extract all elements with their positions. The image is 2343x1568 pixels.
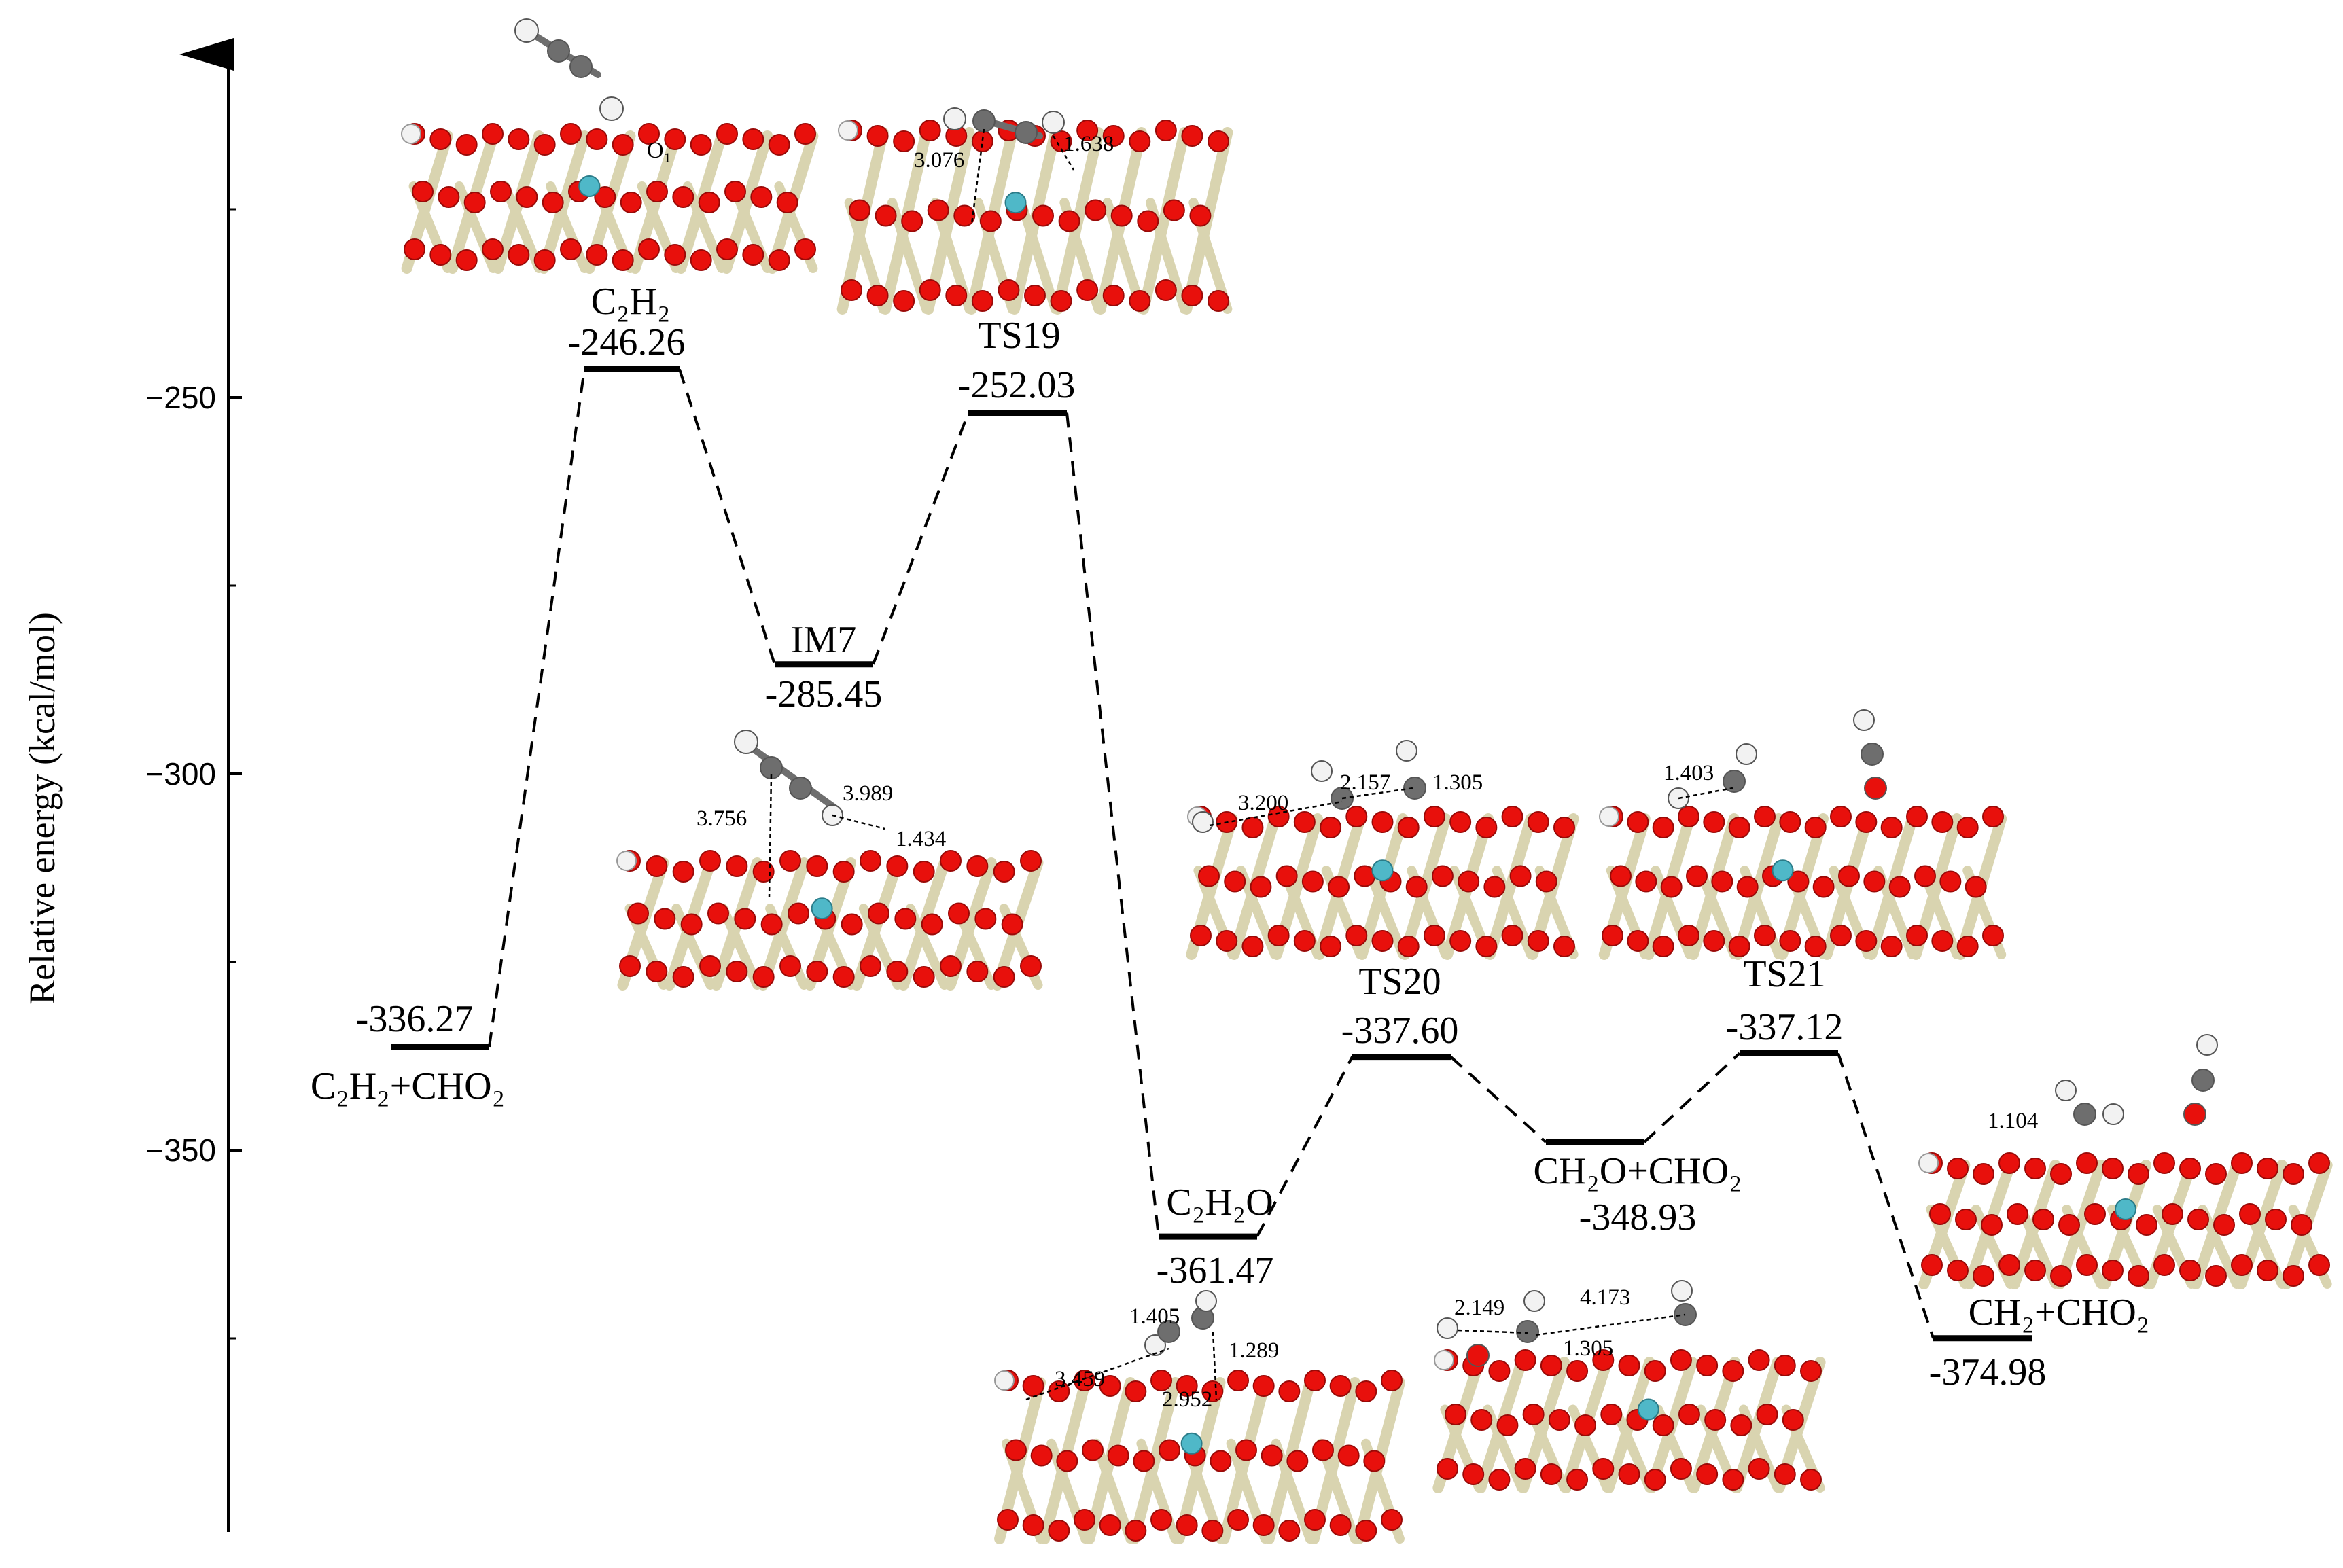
state-label-s7: CH₂O+CHO₂ <box>1533 1150 1742 1192</box>
y-axis-ticks: −250 −300 −350 <box>145 208 242 1340</box>
distance-label: 2.157 <box>1340 770 1390 795</box>
distance-label: 1.638 <box>1063 132 1114 156</box>
state-label-s5: C₂H₂O <box>1166 1181 1273 1224</box>
distance-label: 1.405 <box>1129 1304 1180 1329</box>
structure-s6 <box>1186 740 1579 960</box>
distance-label: 3.459 <box>1055 1367 1105 1391</box>
state-label-s9: CH₂+CHO₂ <box>1969 1291 2150 1334</box>
distance-label: 1.289 <box>1229 1338 1279 1363</box>
distance-label: 1.305 <box>1432 770 1483 795</box>
connector <box>1643 1052 1741 1143</box>
connector <box>1837 1052 1935 1339</box>
state-value-s1: -336.27 <box>356 998 474 1040</box>
structure-s3 <box>616 730 1044 991</box>
y-tick-label: −350 <box>145 1133 216 1168</box>
state-value-s3: -285.45 <box>765 673 883 715</box>
state-value-s8: -337.12 <box>1726 1006 1844 1048</box>
state-label-s3: IM7 <box>791 619 856 661</box>
atom-label-o1: O₁ <box>647 138 671 163</box>
state-value-s7: -348.93 <box>1579 1196 1697 1239</box>
connector <box>1449 1056 1547 1143</box>
distance-label: 3.076 <box>914 148 964 173</box>
connector <box>872 412 970 665</box>
state-value-s5: -361.47 <box>1157 1249 1274 1291</box>
y-tick-label: −250 <box>145 380 216 415</box>
distance-label: 1.403 <box>1663 761 1714 785</box>
distance-label: 1.305 <box>1563 1336 1613 1361</box>
distance-label: 2.952 <box>1162 1387 1212 1412</box>
state-label-s2: C₂H₂ <box>591 281 671 323</box>
distance-label: 3.989 <box>843 781 893 806</box>
state-value-s2: -246.26 <box>568 321 686 363</box>
distance-label: 1.104 <box>1988 1109 2038 1133</box>
distance-label: 3.200 <box>1238 791 1288 815</box>
distance-label: 3.756 <box>697 806 747 831</box>
structure-s8 <box>1598 709 2007 960</box>
energy-levels <box>391 366 2032 1342</box>
state-label-s1: C₂H₂+CHO₂ <box>311 1065 505 1107</box>
structure-images <box>401 18 2333 1544</box>
structure-s4 <box>836 107 1233 315</box>
state-label-s4: TS19 <box>978 315 1060 357</box>
pathway-connectors <box>488 368 1935 1339</box>
structure-s9 <box>1918 1034 2333 1289</box>
state-labels: C₂H₂+CHO₂ -336.27 C₂H₂ -246.26 IM7 -285.… <box>311 281 2149 1393</box>
state-value-s6: -337.60 <box>1341 1010 1459 1052</box>
structure-s2 <box>401 18 819 274</box>
connector <box>1065 412 1160 1237</box>
state-label-s6: TS20 <box>1358 961 1441 1003</box>
state-value-s4: -252.03 <box>958 364 1076 406</box>
state-value-s9: -374.98 <box>1929 1351 2047 1393</box>
state-label-s8: TS21 <box>1743 953 1825 995</box>
connector <box>488 369 586 1048</box>
structure-s5 <box>994 1290 1405 1544</box>
connector <box>1256 1056 1354 1238</box>
connector <box>678 368 776 665</box>
structure-s7 <box>1432 1280 1826 1493</box>
distance-label: 4.173 <box>1580 1285 1630 1310</box>
y-tick-label: −300 <box>145 756 216 791</box>
distance-label: 1.434 <box>896 827 946 851</box>
y-axis-label: Relative energy (kcal/mol) <box>22 612 63 1005</box>
distance-labels: 3.076 1.638 3.756 3.989 1.434 3.200 2.15… <box>697 132 2038 1412</box>
distance-label: 2.149 <box>1454 1296 1504 1320</box>
